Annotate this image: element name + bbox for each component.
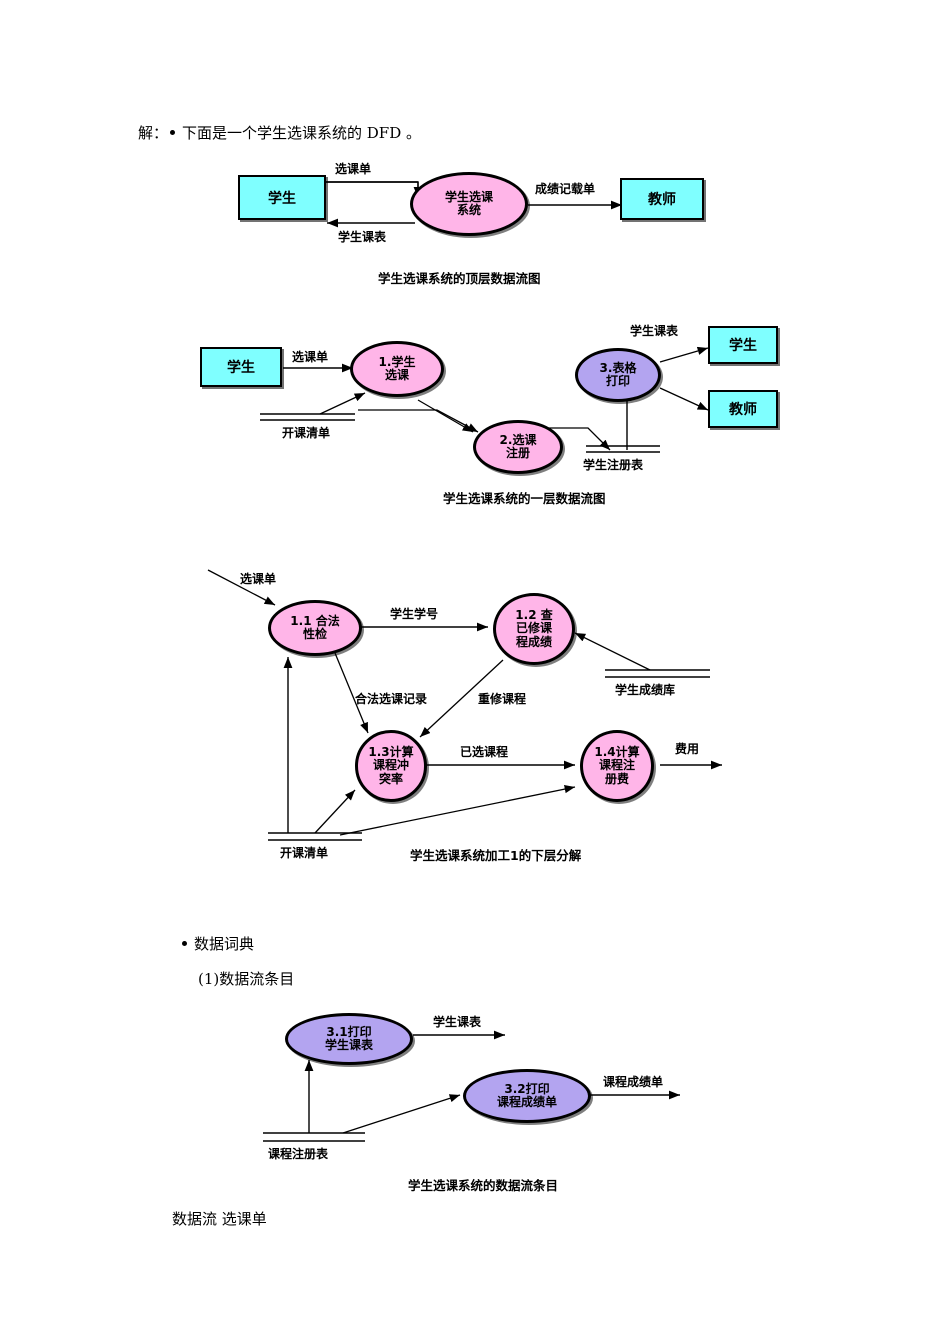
process-1-2-label: 1.2 查 已修课 程成绩: [515, 607, 553, 649]
diagram-dataflow-items: 3.1打印 学生课表 3.2打印 课程成绩单 学生课表 课程成绩单 课程注册表: [255, 1005, 695, 1170]
process-1-1-validity-check: 1.1 合法 性检: [268, 600, 362, 656]
flow-label-student-schedule: 学生课表: [338, 230, 387, 244]
process-course-selection-system: 学生选课 系统: [410, 172, 528, 236]
data-dictionary-item-1: (1)数据流条目: [198, 970, 295, 988]
flow-label-fee: 费用: [675, 742, 700, 756]
diagram-top-level: 学生 学生选课 系统 教师 选课单 学生课表 成绩记载单: [230, 160, 730, 300]
diagram-decomposition-connectors: [207, 569, 722, 841]
intro-body: 下面是一个学生选课系统的 DFD 。: [182, 124, 422, 142]
entity-student-left-label: 学生: [227, 360, 255, 376]
footer-dataflow-line: 数据流 选课单: [172, 1210, 267, 1228]
caption-decomposition-diagram: 学生选课系统加工1的下层分解: [410, 848, 582, 863]
process-3-1-print-student-schedule: 3.1打印 学生课表: [285, 1013, 413, 1065]
process-3-form-printing: 3.表格 打印: [575, 348, 661, 402]
intro-paragraph: 解： 下面是一个学生选课系统的 DFD 。: [138, 124, 421, 142]
entity-teacher-right-label: 教师: [729, 402, 757, 418]
process-1-label: 1.学生 选课: [378, 354, 416, 382]
process-1-4-compute-course-registration-fee: 1.4计算 课程注 册费: [580, 730, 654, 802]
store-label-course-offering-list: 开课清单: [282, 426, 331, 440]
flow-label-student-schedule-l1: 学生课表: [630, 324, 679, 338]
flow-label-student-schedule-items: 学生课表: [433, 1015, 482, 1029]
process-1-student-select-course: 1.学生 选课: [350, 341, 444, 397]
intro-prefix: 解：: [138, 124, 169, 142]
flow-label-course-form-l1: 选课单: [292, 350, 329, 364]
process-1-3-compute-course-conflict-rate: 1.3计算 课程冲 突率: [355, 730, 427, 802]
process-2-course-registration: 2.选课 注册: [473, 420, 563, 474]
process-1-4-label: 1.4计算 课程注 册费: [594, 744, 640, 786]
process-3-label: 3.表格 打印: [599, 360, 637, 388]
diagram-level-1: 学生 1.学生 选课 2.选课 注册 3.表格 打印 学生 教师 选课单 学生课…: [190, 310, 800, 480]
bullet-icon-2: [182, 941, 187, 946]
process-2-label: 2.选课 注册: [499, 432, 537, 460]
entity-student-right: 学生: [708, 326, 778, 364]
process-1-3-label: 1.3计算 课程冲 突率: [368, 744, 414, 786]
data-dictionary-heading-label: 数据词典: [194, 935, 255, 953]
bullet-icon: [170, 130, 176, 135]
caption-level-1-diagram: 学生选课系统的一层数据流图: [443, 491, 606, 506]
flow-label-selected-courses: 已选课程: [460, 745, 509, 759]
flow-label-grade-record: 成绩记载单: [535, 182, 596, 196]
store-label-student-grade-db: 学生成绩库: [615, 683, 676, 697]
process-course-selection-system-label: 学生选课 系统: [444, 189, 493, 217]
entity-student-label: 学生: [268, 190, 296, 207]
entity-teacher-right: 教师: [708, 390, 778, 428]
entity-student-left: 学生: [200, 347, 282, 387]
entity-student: 学生: [238, 175, 326, 220]
store-label-course-registration-table: 课程注册表: [268, 1147, 329, 1161]
flow-label-course-grade-sheet: 课程成绩单: [603, 1075, 664, 1089]
store-label-course-offering-list-2: 开课清单: [280, 846, 329, 860]
diagram-level-1-connectors: [260, 346, 709, 453]
caption-top-level-diagram: 学生选课系统的顶层数据流图: [378, 271, 541, 286]
process-3-2-label: 3.2打印 课程成绩单: [496, 1081, 557, 1109]
caption-dataflow-items-diagram: 学生选课系统的数据流条目: [408, 1178, 559, 1193]
flow-label-student-id: 学生学号: [390, 607, 439, 621]
process-3-1-label: 3.1打印 学生课表: [324, 1024, 373, 1052]
flow-label-course-form: 选课单: [335, 162, 372, 176]
diagram-decomposition: 1.1 合法 性检 1.2 查 已修课 程成绩 1.3计算 课程冲 突率 1.4…: [207, 565, 722, 860]
data-dictionary-heading: 数据词典: [180, 935, 254, 953]
entity-teacher-label: 教师: [648, 192, 676, 208]
entity-student-right-label: 学生: [729, 338, 757, 354]
flow-label-valid-selection-record: 合法选课记录: [355, 692, 428, 706]
store-label-student-registration-table: 学生注册表: [583, 458, 644, 472]
process-1-2-query-completed-course-grades: 1.2 查 已修课 程成绩: [493, 593, 575, 665]
process-3-2-print-course-grade-sheet: 3.2打印 课程成绩单: [463, 1069, 591, 1123]
flow-label-course-form-decomp: 选课单: [240, 572, 277, 586]
flow-label-retake-course: 重修课程: [478, 692, 527, 706]
diagram-dataflow-items-connectors: [263, 1030, 680, 1142]
entity-teacher: 教师: [620, 178, 704, 220]
process-1-1-label: 1.1 合法 性检: [290, 613, 340, 641]
